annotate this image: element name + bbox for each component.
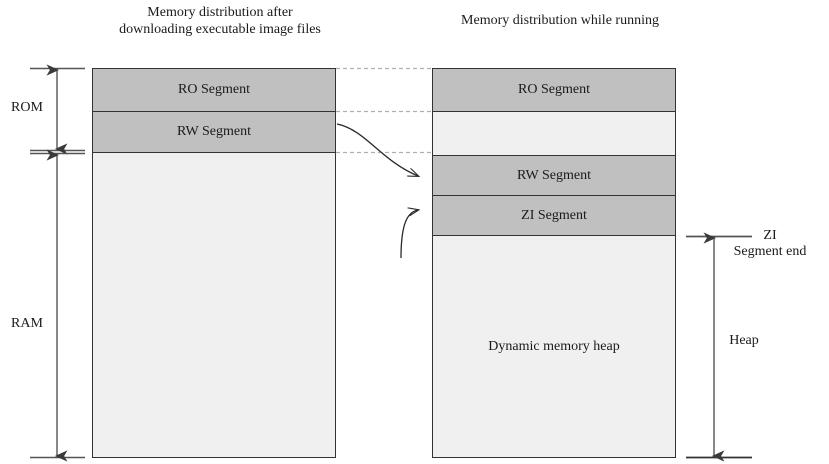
heap-bracket-label: Heap: [729, 333, 759, 348]
left-ro-segment: RO Segment: [93, 69, 335, 112]
right-zi-segment-label: ZI Segment: [521, 207, 587, 223]
right-dynamic-heap-region: Dynamic memory heap: [433, 236, 675, 457]
left-rw-segment-label: RW Segment: [176, 124, 252, 139]
ram-bracket-label: RAM: [11, 316, 43, 331]
left-rw-segment: RW Segment: [93, 112, 335, 153]
right-rw-segment: RW Segment: [433, 155, 675, 196]
zi-segment-end-label-line2: Segment end: [733, 244, 807, 259]
right-ro-segment-label: RO Segment: [518, 82, 590, 97]
left-diagram-title: Memory distribution after downloading ex…: [119, 5, 321, 37]
right-rw-segment-label: RW Segment: [516, 167, 592, 183]
zi-segment-end-label-line1: ZI: [763, 228, 777, 243]
rom-bracket-label: ROM: [11, 100, 43, 115]
left-free-memory-region: [93, 153, 335, 457]
right-dynamic-heap-label: Dynamic memory heap: [488, 338, 620, 354]
zi-creation-arrow: [400, 210, 418, 259]
right-memory-column: RO Segment RW Segment ZI Segment Dynamic…: [432, 68, 676, 458]
rw-relocation-arrow: [336, 123, 418, 176]
zi-segment-end-label: ZI Segment end: [714, 228, 826, 260]
right-gap-region: [433, 112, 675, 155]
left-memory-column: RO Segment RW Segment: [92, 68, 336, 458]
right-diagram-title: Memory distribution while running: [461, 13, 659, 28]
right-ro-segment: RO Segment: [433, 69, 675, 112]
left-ro-segment-label: RO Segment: [178, 82, 250, 97]
right-zi-segment: ZI Segment: [433, 196, 675, 236]
